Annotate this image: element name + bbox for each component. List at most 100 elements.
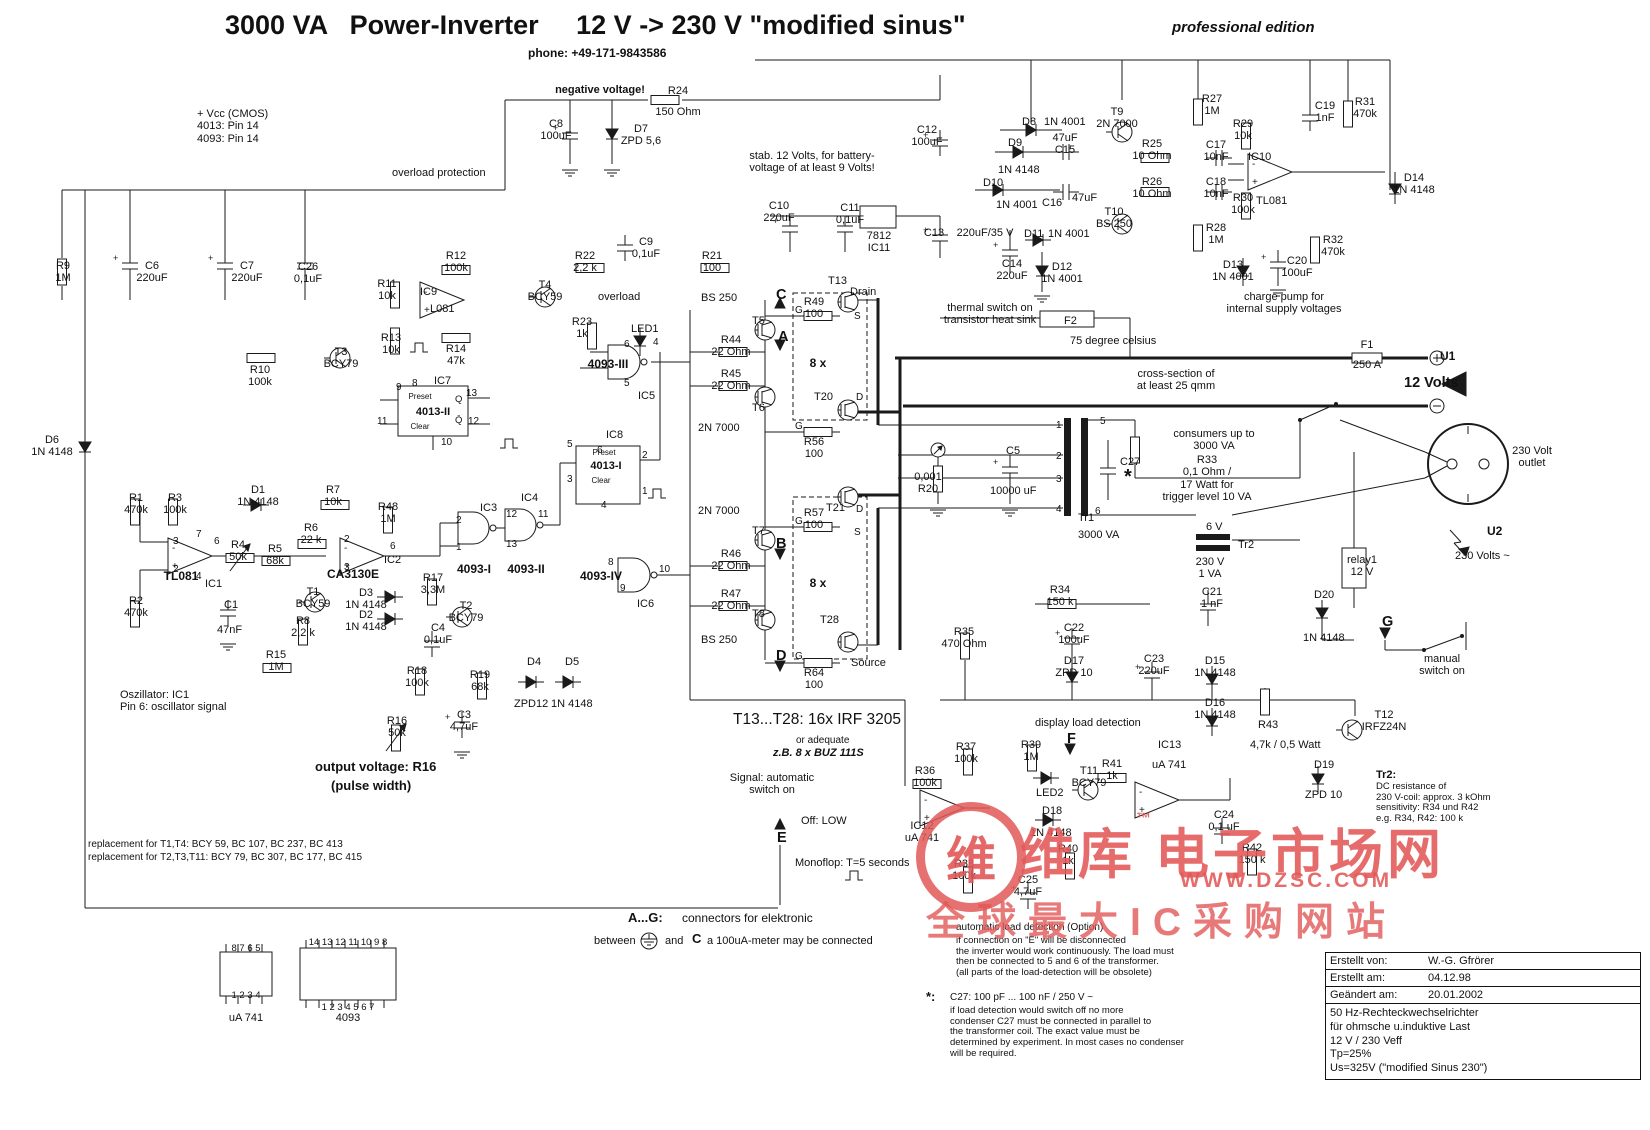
schematic-label: R11 10k bbox=[377, 278, 397, 303]
svg-text:+: + bbox=[1252, 177, 1258, 188]
schematic-label: BS 250 bbox=[701, 634, 738, 646]
svg-text:+: + bbox=[993, 240, 998, 250]
schematic-label: D13 1N 4001 bbox=[1212, 259, 1254, 284]
schematic-label: thermal switch on transistor heat sink bbox=[943, 302, 1037, 327]
svg-text:+: + bbox=[1055, 628, 1060, 638]
schematic-label: IC8 bbox=[606, 429, 624, 441]
schematic-label: C26 0,1uF bbox=[293, 261, 323, 286]
schematic-label: 14 13 12 11 10 9 8 bbox=[308, 937, 388, 948]
schematic-label: 2 bbox=[173, 564, 179, 575]
schematic-label: B bbox=[776, 536, 787, 552]
info-value: 04.12.98 bbox=[1428, 972, 1471, 984]
svg-text:+: + bbox=[1011, 883, 1016, 893]
info-row-created: Erstellt am: 04.12.98 bbox=[1326, 970, 1640, 987]
schematic-label: replacement for T1,T4: BCY 59, BC 107, B… bbox=[88, 839, 343, 850]
schematic-label: T4 BCY59 bbox=[527, 279, 563, 304]
schematic-label: R35 470 Ohm bbox=[941, 626, 987, 651]
schematic-label: D20 bbox=[1314, 589, 1335, 601]
svg-text:+: + bbox=[923, 225, 928, 235]
schematic-label: R24 bbox=[667, 85, 689, 97]
svg-text:+: + bbox=[172, 561, 178, 572]
schematic-label: 8 7 6 5 bbox=[231, 943, 261, 954]
schematic-label: 1N 4148 bbox=[1303, 632, 1345, 644]
schematic-label: A bbox=[778, 329, 789, 345]
schematic-label: 220uF/35 V bbox=[956, 227, 1014, 239]
schematic-label: C22 100uF bbox=[1058, 622, 1090, 647]
schematic-label: Preset bbox=[408, 392, 432, 401]
svg-text:+: + bbox=[924, 813, 930, 824]
schematic-label: 6 bbox=[624, 339, 630, 350]
schematic-label: 2 bbox=[344, 534, 350, 545]
schematic-label: IC10 bbox=[1248, 151, 1272, 163]
schematic-label: R41 1k bbox=[1101, 758, 1123, 783]
schematic-label: 12 bbox=[506, 509, 518, 520]
schematic-label: R64 100 bbox=[803, 667, 825, 692]
schematic-label: R32 470k bbox=[1321, 234, 1345, 259]
schematic-label: 5 bbox=[624, 378, 630, 389]
svg-text:+: + bbox=[923, 130, 928, 140]
schematic-label: 230 V 1 VA bbox=[1195, 556, 1225, 581]
schematic-label: G bbox=[795, 421, 803, 432]
schematic-label: T5 bbox=[752, 315, 765, 327]
svg-text:+: + bbox=[773, 216, 778, 226]
schematic-label: BS 250 bbox=[701, 292, 738, 304]
schematic-label: D1 1N 4148 bbox=[237, 484, 279, 509]
schematic-label: Q̄ bbox=[455, 415, 463, 426]
info-value: W.-G. Gfrörer bbox=[1428, 955, 1494, 967]
schematic-label: IC12 uA 741 bbox=[904, 820, 940, 845]
schematic-label: G bbox=[795, 651, 803, 662]
schematic-label: Source bbox=[851, 657, 886, 669]
schematic-label: 4 bbox=[1056, 504, 1062, 515]
schematic-label: 6 bbox=[390, 541, 396, 552]
schematic-label: z.B. 8 x BUZ 111S bbox=[773, 747, 864, 759]
schematic-label: 4 bbox=[653, 337, 659, 348]
schematic-label: R34 150 k bbox=[1046, 584, 1074, 609]
schematic-label: R16 50k bbox=[386, 715, 408, 740]
schematic-label: 10000 uF bbox=[990, 485, 1037, 497]
schematic-label: R10 100k bbox=[248, 364, 272, 389]
schematic-label: 3000 VA bbox=[1078, 529, 1120, 541]
schematic-label: 8 x bbox=[809, 576, 827, 590]
schematic-label: DC resistance of 230 V-coil: approx. 3 k… bbox=[1376, 781, 1491, 825]
schematic-label: 4093-III bbox=[587, 357, 629, 371]
svg-text:+: + bbox=[1139, 805, 1145, 816]
schematic-label: D10 bbox=[983, 177, 1004, 189]
schematic-label: Signal: automatic switch on bbox=[729, 772, 815, 797]
schematic-label: E bbox=[777, 830, 787, 846]
schematic-label: 9 bbox=[620, 583, 626, 594]
schematic-label: Preset bbox=[592, 448, 616, 457]
schematic-label: 5 bbox=[567, 439, 573, 450]
schematic-label: F1 bbox=[1360, 339, 1374, 351]
schematic-label: R37 100k bbox=[954, 741, 978, 766]
schematic-label: ZPD12 bbox=[514, 698, 549, 710]
schematic-label: C25 4,7uF bbox=[1013, 874, 1043, 899]
schematic-label: C13 bbox=[923, 227, 945, 239]
schematic-label: charge pump for internal supply voltages bbox=[1226, 291, 1342, 316]
schematic-label: U2 bbox=[1487, 524, 1503, 538]
schematic-label: IC3 bbox=[480, 502, 498, 514]
schematic-label: R27 1M bbox=[1201, 93, 1223, 118]
schematic-label: 1N 4148 bbox=[551, 698, 593, 710]
schematic-label: 2N 7000 bbox=[698, 505, 740, 517]
schematic-label: T13...T28: 16x IRF 3205 bbox=[733, 711, 902, 728]
schematic-label: T7 bbox=[752, 525, 765, 537]
schematic-label: D14 1N 4148 bbox=[1393, 172, 1435, 197]
schematic-label: R40 1k bbox=[1057, 843, 1079, 868]
schematic-label: 10 bbox=[659, 564, 671, 575]
svg-text:+: + bbox=[208, 253, 213, 263]
schematic-label: C8 100uF bbox=[540, 118, 572, 143]
schematic-label: 47uF C15 bbox=[1052, 132, 1078, 157]
schematic-label: 230 Volts ~ bbox=[1455, 550, 1510, 562]
schematic-label: C18 10nF bbox=[1203, 176, 1229, 201]
schematic-label: 8 bbox=[412, 378, 418, 389]
schematic-label: C5 bbox=[1006, 445, 1021, 457]
phone-number: phone: +49-171-9843586 bbox=[528, 46, 667, 60]
schematic-label: 4093-IV bbox=[579, 569, 623, 583]
schematic-label: C1 bbox=[224, 599, 239, 611]
schematic-label: R18 100k bbox=[405, 665, 429, 690]
schematic-label: T8 bbox=[752, 608, 765, 620]
schematic-label: R45 22 Ohm bbox=[711, 368, 751, 393]
schematic-label: D9 bbox=[1008, 137, 1023, 149]
svg-text:-: - bbox=[1139, 787, 1142, 798]
schematic-label: R31 470k bbox=[1353, 96, 1377, 121]
